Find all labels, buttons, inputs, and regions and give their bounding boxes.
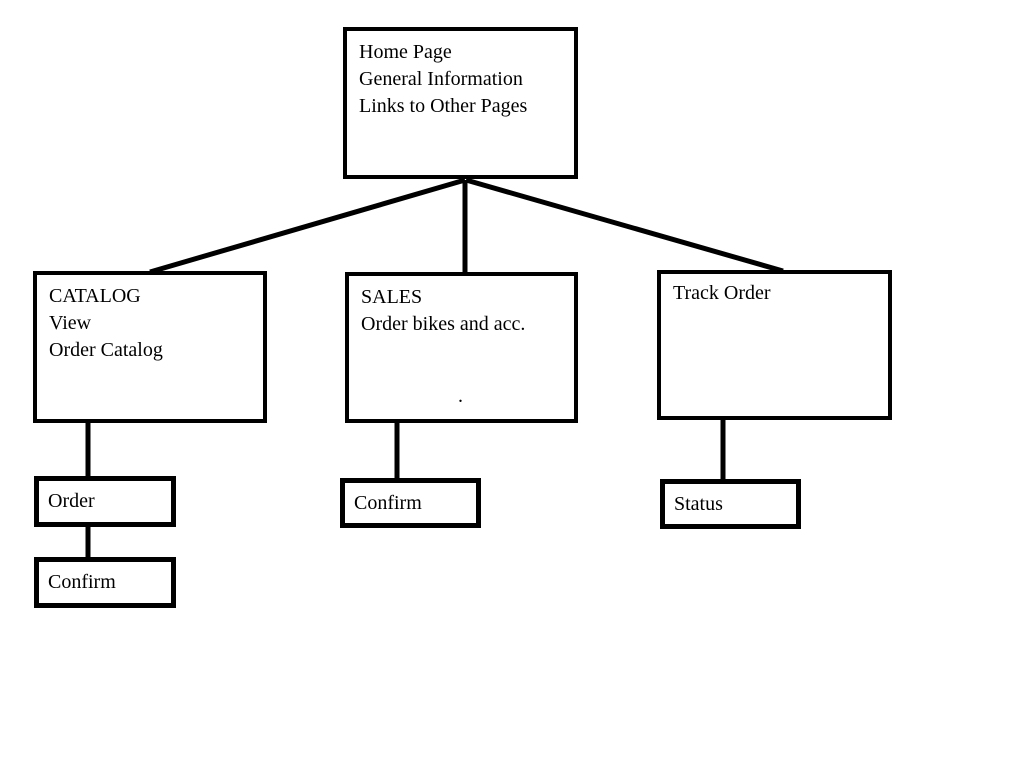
node-catalog: CATALOG View Order Catalog [33,271,267,423]
node-track-order-line: Track Order [673,282,771,304]
node-home-page-line: Links to Other Pages [359,95,528,117]
node-catalog-line: View [49,312,92,334]
node-sales-confirm: Confirm [340,478,481,528]
node-home-page: Home Page General Information Links to O… [343,27,578,179]
edge-home-track-order [465,177,784,274]
stray-dot-mark: . [458,385,463,407]
node-track-order: Track Order [657,270,892,420]
node-sales: SALES Order bikes and acc. [345,272,578,423]
node-home-page-line: Home Page [359,41,452,63]
node-catalog-line: CATALOG [49,285,141,307]
node-sales-line: Order bikes and acc. [361,313,526,335]
node-sales-line: SALES [361,286,423,308]
node-home-page-line: General Information [359,68,523,90]
edge-home-catalog [149,177,466,275]
node-order: Order [34,476,176,527]
node-catalog-confirm: Confirm [34,557,176,608]
node-sales-confirm-label: Confirm [354,492,422,514]
node-catalog-confirm-label: Confirm [48,571,116,593]
node-status: Status [660,479,801,529]
node-order-label: Order [48,490,95,512]
node-catalog-line: Order Catalog [49,339,163,361]
node-status-label: Status [674,493,723,515]
